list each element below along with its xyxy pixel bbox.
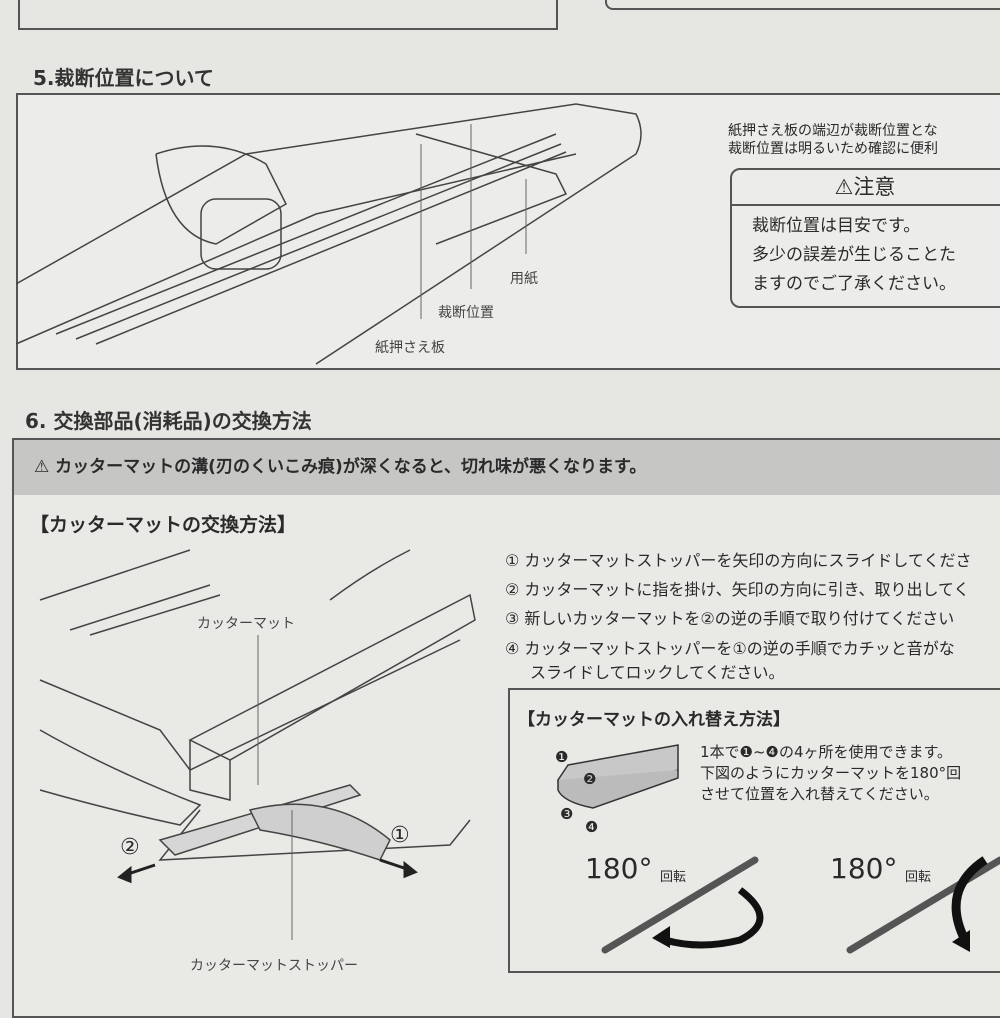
face-marker-2: ❷ [583,770,597,788]
swap-method-box [508,688,1000,973]
step-3: ③ 新しいカッターマットを②の逆の手順で取り付けてください [505,609,955,628]
label-stopper: カッターマットストッパー [190,958,358,974]
label-cutter-mat: カッターマット [197,616,295,632]
swap-line-1: 1本で❶~❹の4ヶ所を使用できます。 [700,743,953,761]
arrow-label-1: ① [390,823,410,848]
rotation-illustration [601,856,1000,954]
caution-title: 注意 [853,175,896,199]
caution-line: 裁断位置は目安です。 [752,216,921,236]
caution-line: ますのでご了承ください。 [752,274,956,294]
section5-description-2: 裁断位置は明るいため確認に便利 [728,141,938,157]
caution-line: 多少の誤差が生じることた [752,245,956,265]
cutter-mat-illustration [39,549,476,940]
label-paper: 用紙 [510,271,538,287]
step-2: ② カッターマットに指を掛け、矢印の方向に引き、取り出してく [505,580,970,599]
label-cut-position: 裁断位置 [438,305,494,321]
warning-banner: ⚠ カッターマットの溝(刃のくいこみ痕)が深くなると、切れ味が悪くなります。 [14,440,1000,495]
mat-replacement-subheading: 【カッターマットの交換方法】 [30,514,297,536]
rotate-label-1: 回転 [660,870,687,885]
section5-description-1: 紙押さえ板の端辺が裁断位置とな [728,123,938,139]
face-marker-1: ❶ [555,748,569,766]
step-1: ① カッターマットストッパーを矢印の方向にスライドしてくださ [505,551,972,570]
arrow-label-2: ② [120,835,140,860]
caution-box: ⚠注意 裁断位置は目安です。 多少の誤差が生じることた ますのでご了承ください。 [730,168,1000,308]
previous-box-right [605,0,1000,10]
rotate-angle-2: 180° [830,852,898,885]
face-marker-4: ❹ [585,818,599,836]
swap-title: 【カッターマットの入れ替え方法】 [518,710,790,730]
rotate-angle-1: 180° [585,852,653,885]
face-marker-3: ❸ [560,805,574,823]
warning-icon: ⚠ [34,457,56,477]
previous-box-left [18,0,558,30]
section6-panel [12,438,1000,1018]
swap-line-3: させて位置を入れ替えてください。 [700,785,939,803]
section5-heading: 5.裁断位置について [33,66,214,90]
paper-cutter-illustration [16,103,642,365]
section5-panel [16,93,1000,370]
label-paper-holder: 紙押さえ板 [375,340,445,356]
step-4-cont: スライドしてロックしてください。 [530,663,785,682]
warning-icon: ⚠ [834,175,854,199]
rotate-label-2: 回転 [905,870,932,885]
mat-faces-illustration [557,744,679,809]
swap-line-2: 下図のようにカッターマットを180°回 [700,764,962,782]
warning-text: カッターマットの溝(刃のくいこみ痕)が深くなると、切れ味が悪くなります。 [55,457,647,477]
section6-heading: 6. 交換部品(消耗品)の交換方法 [25,409,312,433]
step-4: ④ カッターマットストッパーを①の逆の手順でカチッと音がな [505,639,955,658]
